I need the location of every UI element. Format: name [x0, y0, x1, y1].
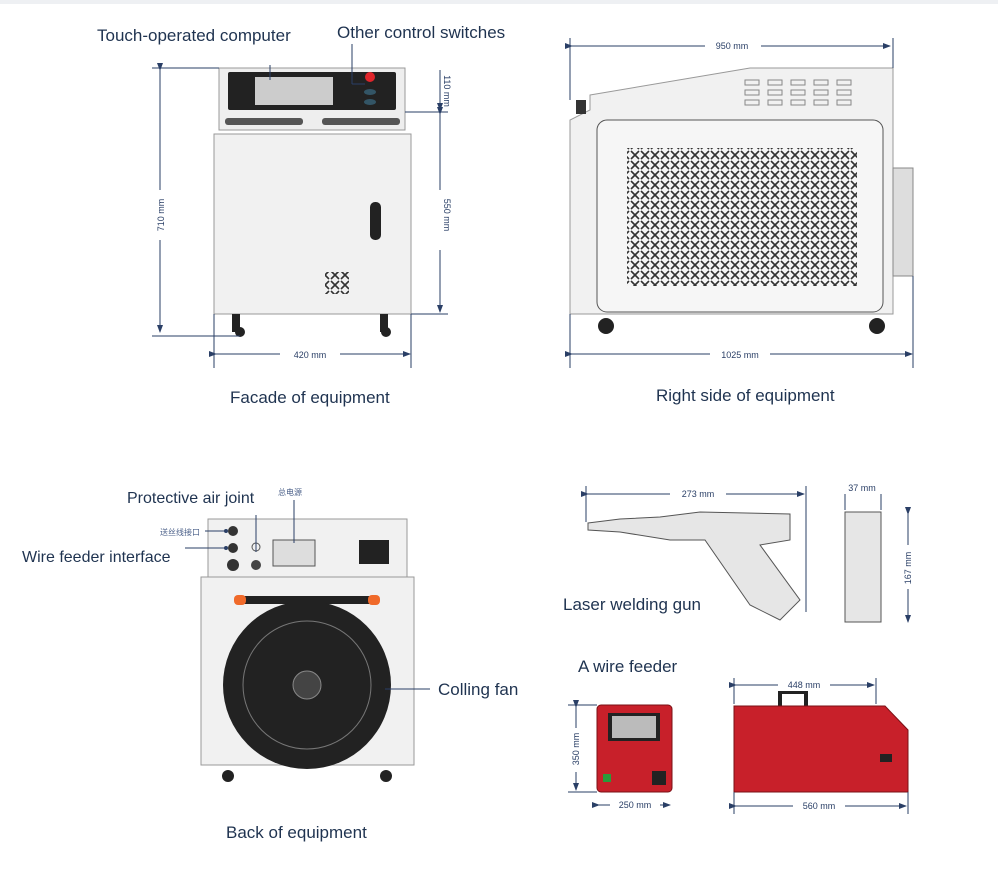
svg-text:250 mm: 250 mm [619, 800, 652, 810]
svg-text:550 mm: 550 mm [442, 199, 452, 232]
top-border [0, 0, 998, 4]
caption-wire-feeder: A wire feeder [578, 657, 678, 676]
caption-back: Back of equipment [226, 823, 367, 842]
svg-text:37 mm: 37 mm [848, 483, 876, 493]
welding-gun-drawing: 273 mm 37 mm 167 mm [581, 483, 914, 623]
svg-text:273 mm: 273 mm [682, 489, 715, 499]
caption-welding-gun: Laser welding gun [563, 595, 701, 614]
side-view: 950 mm 1025 mm [565, 38, 914, 368]
label-cooling-fan: Colling fan [438, 680, 519, 699]
svg-text:110 mm: 110 mm [442, 75, 452, 107]
svg-text:950 mm: 950 mm [716, 41, 749, 51]
svg-text:总电源: 总电源 [278, 487, 302, 497]
label-control-switches: Other control switches [337, 23, 506, 42]
svg-text:448 mm: 448 mm [788, 680, 821, 690]
svg-text:1025 mm: 1025 mm [721, 350, 759, 360]
svg-text:送丝线接口: 送丝线接口 [160, 527, 200, 537]
svg-text:710 mm: 710 mm [156, 199, 166, 232]
svg-text:167 mm: 167 mm [903, 552, 913, 585]
wire-feeder-drawing: 350 mm 250 mm 448 mm 560 mm [568, 678, 909, 814]
back-view: 送丝线接口 总电源 [160, 487, 430, 782]
label-wire-feeder-interface: Wire feeder interface [22, 549, 171, 566]
front-view: 710 mm 110 mm 550 mm 420 mm [150, 44, 452, 368]
emergency-button [365, 72, 375, 82]
svg-text:350 mm: 350 mm [571, 733, 581, 766]
svg-text:420 mm: 420 mm [294, 350, 327, 360]
label-touch-computer: Touch-operated computer [97, 26, 291, 45]
caption-right-side: Right side of equipment [656, 386, 835, 405]
touch-screen [255, 77, 333, 105]
label-protective-air: Protective air joint [127, 490, 255, 507]
caption-facade: Facade of equipment [230, 388, 390, 407]
svg-text:560 mm: 560 mm [803, 801, 836, 811]
